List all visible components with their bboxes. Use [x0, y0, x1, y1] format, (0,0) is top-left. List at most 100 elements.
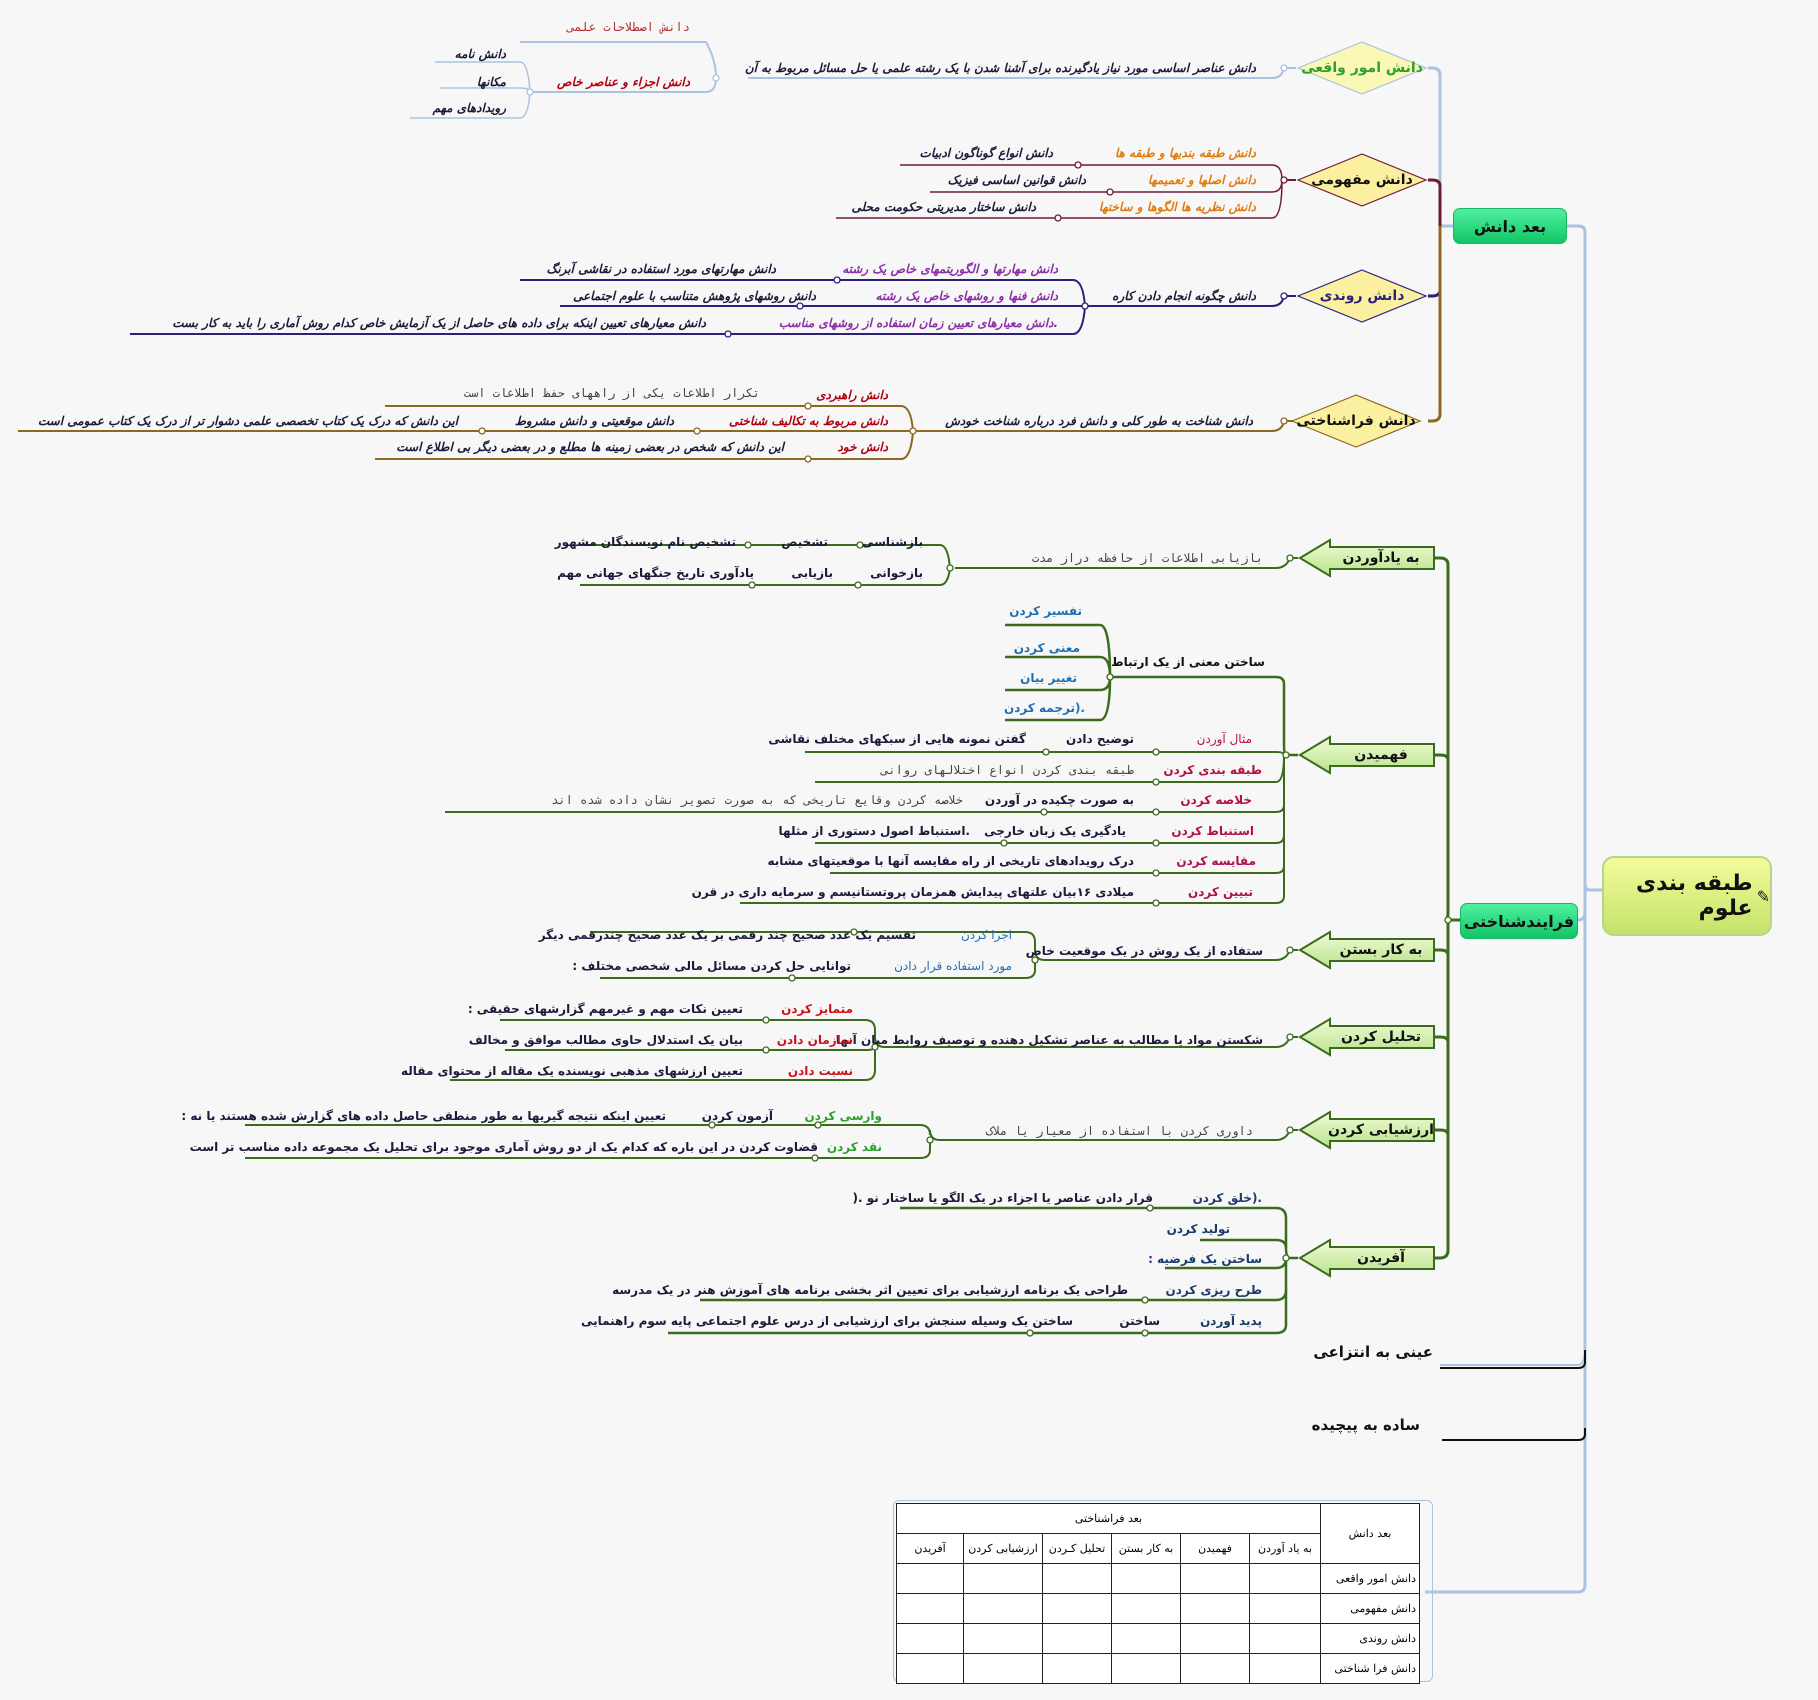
table-cell[interactable]: [1249, 1593, 1321, 1624]
remembering-sub: تشخیص: [781, 535, 828, 549]
connector-dot: [724, 330, 732, 338]
analyzing-node[interactable]: تحلیل کردن: [1298, 1017, 1436, 1057]
root-title: طبقه بندی علوم: [1635, 871, 1753, 921]
table-cell[interactable]: [1042, 1593, 1112, 1624]
understanding-node[interactable]: فهمیدن: [1298, 735, 1436, 775]
table-cell[interactable]: [963, 1563, 1043, 1594]
table-cell[interactable]: [1180, 1563, 1250, 1594]
connector-dot: [1152, 839, 1160, 847]
evaluating-node[interactable]: ارزشیابی کردن: [1298, 1110, 1436, 1150]
procedural-example: دانش مهارتهای مورد استفاده در نقاشی آبرن…: [546, 262, 776, 276]
table-column-header: به کار بستن: [1111, 1533, 1181, 1564]
remembering-node[interactable]: به یادآوردن: [1298, 538, 1436, 578]
connector-dot: [1280, 292, 1288, 300]
connector-dot: [1444, 916, 1452, 924]
table-cell[interactable]: [963, 1653, 1043, 1684]
understanding-synonym: معنی کردن: [1013, 641, 1080, 655]
metacognitive-description: دانش شناخت به طور کلی و دانش فرد درباره …: [945, 414, 1253, 428]
table-row: دانش روندی: [896, 1623, 1420, 1654]
understanding-description: ساختن معنی از یک ارتباط: [1111, 655, 1265, 669]
table-cell[interactable]: [896, 1653, 964, 1684]
conceptual-knowledge-node[interactable]: دانش مفهومی: [1296, 152, 1428, 208]
table-cell[interactable]: [1042, 1623, 1112, 1654]
table-cell[interactable]: [1042, 1653, 1112, 1684]
conceptual-knowledge-label: دانش مفهومی: [1311, 172, 1413, 188]
applying-example: توانایی حل کردن مسائل مالی شخصی مختلف :: [572, 959, 851, 973]
simple-to-complex-branch[interactable]: ساده به پیچیده: [1311, 1416, 1420, 1434]
root-node[interactable]: ✎ طبقه بندی علوم: [1602, 856, 1772, 936]
table-cell[interactable]: [896, 1563, 964, 1594]
procedural-knowledge-node[interactable]: دانش روندی: [1296, 268, 1428, 324]
understanding-example: .استنباط اصول دستوری از مثلها: [778, 824, 970, 838]
analyzing-example: تعیین ارزشهای مذهبی نویسنده یک مقاله از …: [401, 1064, 743, 1078]
factual-description: دانش عناصر اساسی مورد نیاز یادگیرنده برا…: [744, 61, 1256, 75]
table-cell[interactable]: [1180, 1623, 1250, 1654]
creating-child: ساختن یک فرضیه :: [1148, 1252, 1262, 1266]
procedural-child: .دانش معیارهای تعیین زمان استفاده از روش…: [778, 316, 1058, 330]
analyzing-child: نسبت دادن: [787, 1064, 853, 1078]
table-cell[interactable]: [1042, 1563, 1112, 1594]
concrete-to-abstract-branch[interactable]: عینی به انتزاعی: [1313, 1343, 1433, 1361]
table-cell[interactable]: [1180, 1593, 1250, 1624]
table-cell[interactable]: [896, 1623, 964, 1654]
table-cell[interactable]: [1111, 1623, 1181, 1654]
conceptual-example: دانش قوانین اساسی فیزیک: [947, 173, 1086, 187]
creating-child: .(خلق کردن: [1192, 1191, 1262, 1205]
table-cell[interactable]: [1111, 1653, 1181, 1684]
understanding-child: خلاصه کردن: [1180, 793, 1252, 807]
connector-dot: [854, 581, 862, 589]
table-column-header: به یاد آوردن: [1249, 1533, 1321, 1564]
connector-dot: [1106, 188, 1114, 196]
connector-dot: [1152, 748, 1160, 756]
table-group-header: بعد فراشناختی: [896, 1503, 1321, 1534]
applying-child: مورد استفاده قرار دادن: [894, 959, 1012, 973]
creating-sub: ساختن: [1119, 1314, 1160, 1328]
understanding-child: طبقه بندی کردن: [1163, 763, 1262, 777]
evaluating-example: قضاوت کردن در این باره که کدام یک از دو …: [189, 1140, 818, 1154]
factual-leaf: مکانها: [476, 75, 506, 89]
knowledge-dimension-node[interactable]: بعد دانش: [1453, 208, 1567, 244]
table-cell[interactable]: [1249, 1563, 1321, 1594]
factual-knowledge-node[interactable]: دانش امور واقعی: [1296, 40, 1428, 96]
knowledge-dimension-label: بعد دانش: [1473, 216, 1547, 236]
connector-dot: [1152, 899, 1160, 907]
procedural-knowledge-label: دانش روندی: [1319, 288, 1405, 304]
connector-dot: [1106, 673, 1114, 681]
connector-dot: [712, 74, 720, 82]
understanding-child: تبیین کردن: [1187, 885, 1253, 899]
connector-dot: [762, 1046, 770, 1054]
table-cell[interactable]: [1249, 1653, 1321, 1684]
creating-node[interactable]: آفریدن: [1298, 1238, 1436, 1278]
applying-label: به کار بستن: [1339, 942, 1423, 958]
table-row: دانش فرا شناختی: [896, 1653, 1420, 1684]
table-column-header: تحلیل کـردن: [1042, 1533, 1112, 1564]
remembering-child: بازشناسی: [861, 535, 923, 549]
remembering-example: تشخیص نام نویسندگان مشهور: [554, 535, 736, 549]
table-cell[interactable]: [963, 1623, 1043, 1654]
procedural-example: دانش معیارهای تعیین اینکه برای داده های …: [172, 316, 706, 330]
connector-dot: [909, 427, 917, 435]
table-cell[interactable]: [1111, 1593, 1181, 1624]
connector-dot: [1040, 808, 1048, 816]
connector-dot: [1042, 748, 1050, 756]
evaluating-example: تعیین اینکه نتیجه گیریها به طور منطقی حا…: [181, 1109, 666, 1123]
creating-label: آفریدن: [1357, 1250, 1405, 1266]
creating-child: طرح ریزی کردن: [1165, 1283, 1263, 1297]
connector-dot: [1286, 1033, 1294, 1041]
metacognitive-example: این دانش که درک یک کتاب تخصصی علمی دشوار…: [37, 414, 458, 428]
table-cell[interactable]: [963, 1593, 1043, 1624]
connector-dot: [1000, 839, 1008, 847]
analyzing-example: بیان یک استدلال حاوی مطالب موافق و مخالف: [468, 1033, 743, 1047]
table-cell[interactable]: [1249, 1623, 1321, 1654]
connector-dot: [1282, 1254, 1290, 1262]
table-cell[interactable]: [1180, 1653, 1250, 1684]
table-cell[interactable]: [896, 1593, 964, 1624]
table-cell[interactable]: [1111, 1563, 1181, 1594]
metacognitive-knowledge-node[interactable]: دانش فراشناختی: [1290, 393, 1422, 449]
cognitive-process-node[interactable]: فرایندشناختی: [1460, 903, 1578, 939]
conceptual-example: دانش انواع گوناگون ادبیات: [919, 146, 1053, 160]
applying-node[interactable]: به کار بستن: [1298, 930, 1436, 970]
understanding-label: فهمیدن: [1354, 747, 1408, 763]
connector-dot: [833, 276, 841, 284]
metacognitive-child: دانش خود: [837, 440, 888, 454]
